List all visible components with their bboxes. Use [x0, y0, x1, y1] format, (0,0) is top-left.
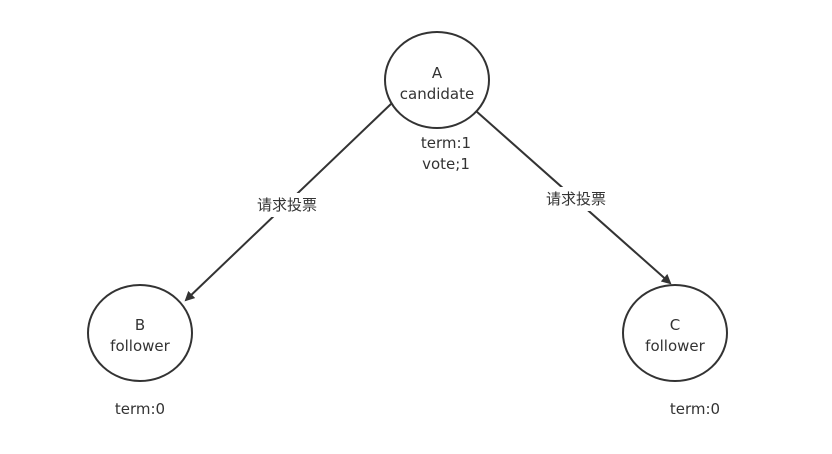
node-b-term: term:0: [115, 400, 165, 418]
node-b-circle: [87, 284, 193, 382]
node-c-circle: [622, 284, 728, 382]
node-b-name: B: [135, 316, 145, 334]
edge-a-to-b: 请求投票: [184, 102, 393, 302]
edge-a-to-b-label: 请求投票: [257, 196, 317, 214]
node-a-circle: [384, 31, 490, 129]
node-c: C follower: [622, 284, 728, 382]
node-a-vote: vote;1: [422, 155, 470, 173]
node-c-term: term:0: [670, 400, 720, 418]
node-b: B follower: [87, 284, 193, 382]
node-c-name: C: [670, 316, 680, 334]
node-a: A candidate: [384, 31, 490, 129]
node-a-name: A: [432, 64, 443, 82]
node-a-term: term:1: [421, 134, 471, 152]
node-c-role: follower: [645, 337, 705, 355]
edge-a-to-c-label: 请求投票: [546, 190, 606, 208]
node-b-role: follower: [110, 337, 170, 355]
edge-a-to-c: 请求投票: [475, 110, 672, 285]
node-a-role: candidate: [400, 85, 474, 103]
